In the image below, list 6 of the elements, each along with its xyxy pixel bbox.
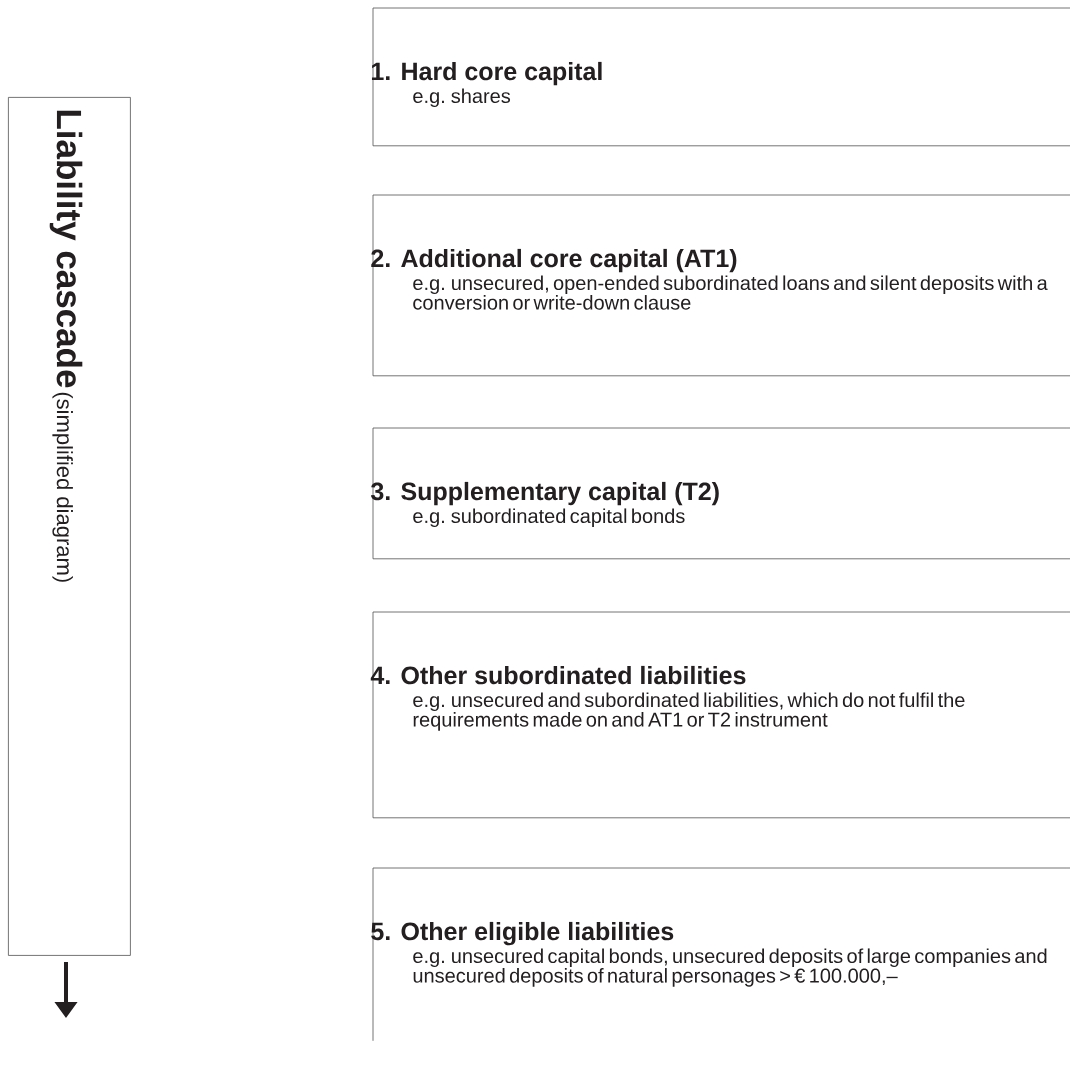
tier-box: 4. Other subordinated liabilities e.g. unsecured and subordinated liabilities, which do not fulfil the requirements made on and AT1 or T2 instrument	[370, 611, 1070, 819]
tier-box: 3. Supplementary capital (T2) e.g. subordinated capital bonds	[371, 427, 1070, 560]
cascade-box: Liability cascade(simplified diagram)	[8, 97, 131, 956]
tier-box: 1. Hard core capital e.g. shares	[371, 7, 1070, 147]
tier-box: 2. Additional core capital (AT1) e.g. unsecured, open-ended subordinated loans and silent deposits with a conversion or write-down clause	[371, 194, 1070, 377]
tier-box: 5. Other eligible liabilities e.g. unsecured capital bonds, unsecured deposits of large companies and unsecured deposits of natural personages > € 100.000,–	[371, 867, 1070, 1042]
